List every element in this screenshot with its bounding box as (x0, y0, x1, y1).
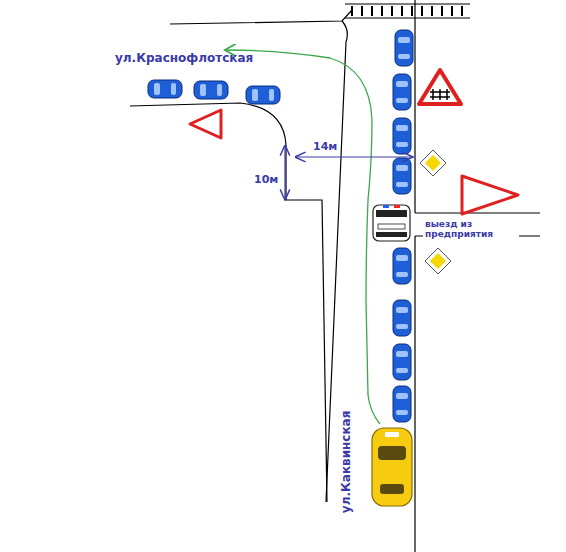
dimension-arrow (296, 156, 412, 157)
dimension-label: 10м (254, 174, 278, 187)
taxi-car (372, 428, 412, 506)
yield-sign (190, 110, 518, 214)
parked-cars (148, 30, 413, 422)
road-edge (130, 0, 540, 552)
route-path (226, 50, 380, 424)
street-name: ул.Каквинская (340, 411, 354, 514)
street-name: ул.Краснофлотская (115, 52, 253, 66)
police-car (373, 205, 410, 241)
dimension-arrow (284, 146, 285, 199)
railway-crossing-sign (419, 70, 461, 104)
dimension-label: 14м (313, 141, 337, 154)
priority-road-sign (420, 150, 451, 274)
crosswalk (345, 4, 470, 18)
exit-label: выезд из предприятия (423, 219, 519, 240)
